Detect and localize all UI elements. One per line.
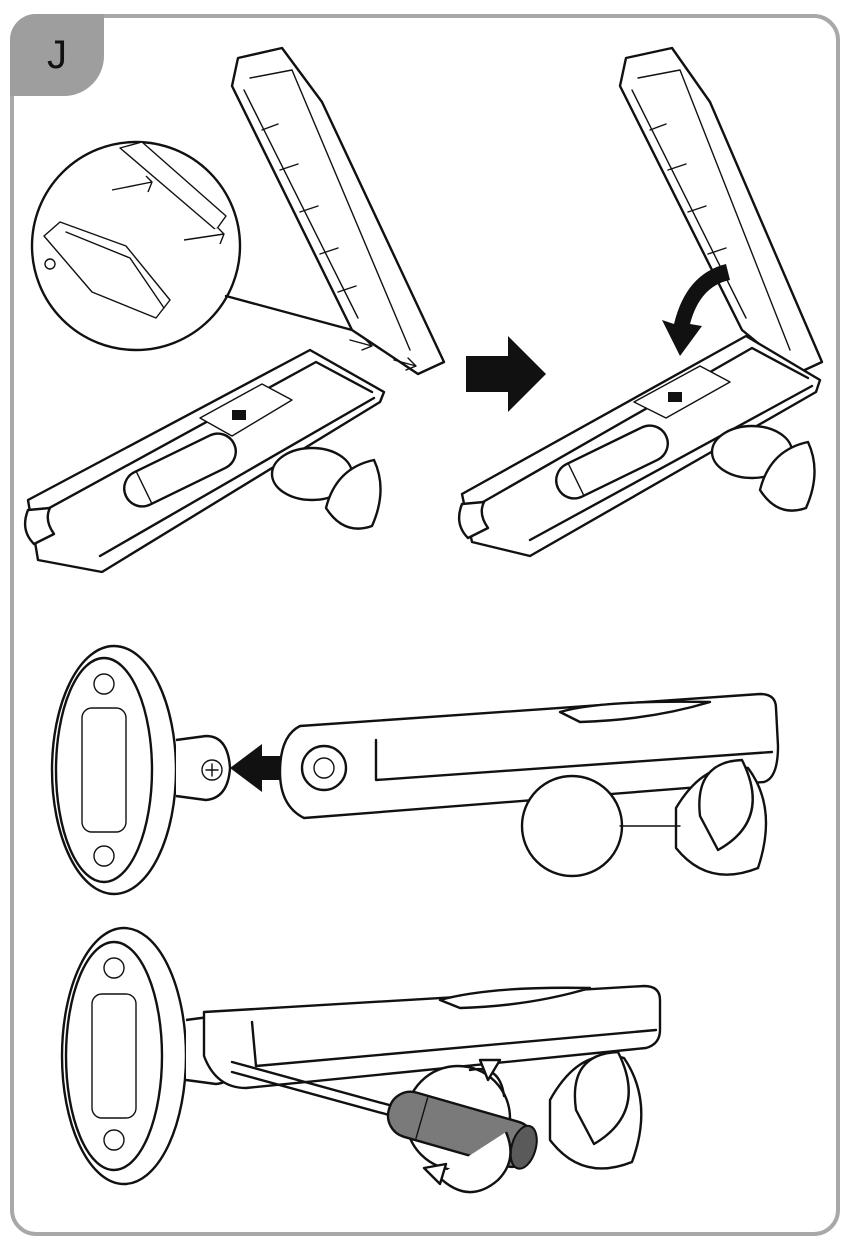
step-letter: J [47, 32, 67, 77]
bracket-insert-illustration [50, 644, 780, 896]
zoom-detail [43, 141, 227, 319]
open-housing-illustration-left [23, 46, 446, 574]
open-housing-illustration-right [457, 46, 824, 558]
left-arrow-icon [230, 744, 292, 792]
step-tab [10, 14, 104, 96]
screwdriver-tighten-illustration [60, 926, 662, 1194]
curved-arrow-icon [662, 264, 730, 356]
right-arrow-icon [466, 336, 546, 412]
rotate-arrow-icon [422, 1058, 512, 1194]
